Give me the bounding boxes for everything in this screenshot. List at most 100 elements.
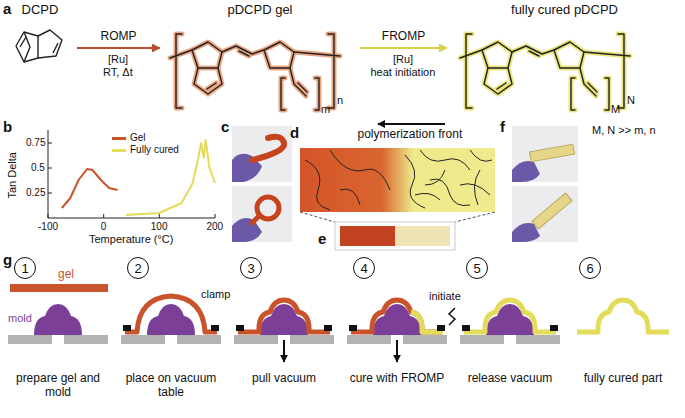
gel-strip: [252, 216, 259, 223]
network-lines: [305, 150, 492, 210]
panel-letter: f: [500, 118, 505, 135]
step-number: 6: [579, 257, 601, 279]
photo-ground: [232, 126, 292, 182]
gel-sheet: [125, 296, 217, 332]
zoom-lines: [300, 212, 495, 222]
tick-label: 0.25: [26, 187, 45, 199]
heat-squiggle: [449, 308, 455, 325]
condition-label: heat initiation: [371, 66, 436, 79]
tick-marks: [48, 143, 215, 218]
ring-bond: [16, 32, 38, 62]
gel-sheet: [238, 300, 330, 332]
step-number: 3: [240, 257, 262, 279]
step-caption: prepare gel and mold: [3, 372, 113, 400]
axis-title: Temperature (°C): [89, 233, 173, 246]
step-caption: cure with FROMP: [342, 372, 452, 386]
step-number-text: 4: [360, 261, 367, 276]
mold-shape: [34, 304, 82, 335]
photo-ground: [512, 126, 578, 182]
subscript: N: [627, 94, 635, 107]
catalyst-label: [Ru]: [393, 53, 413, 66]
structure-glow: [170, 34, 340, 110]
tick-label: 200: [207, 221, 224, 233]
step-number: 1: [14, 257, 36, 279]
reaction-name: ROMP: [99, 30, 139, 44]
step-number-text: 3: [247, 261, 254, 276]
step-caption: place on vacuum table: [116, 372, 226, 400]
tick-label: -100: [38, 221, 58, 233]
step-caption: pull vacuum: [229, 372, 339, 386]
tick-label: 0.75: [26, 137, 45, 149]
part-label: initiate: [429, 290, 461, 303]
legend-row: Fully cured: [112, 144, 179, 156]
photo-bent-gel: [232, 126, 292, 242]
legend-text: Gel: [130, 132, 146, 144]
mold-shape: [373, 304, 421, 335]
step-drawing: [8, 284, 108, 344]
tan-delta-chart: [48, 130, 215, 218]
gel-sheet: [351, 300, 443, 332]
subscript: M: [611, 103, 620, 116]
vacuum-table: [121, 335, 221, 344]
clamp-symbol: [236, 325, 332, 331]
monomer-structure: DCPD: [5, 2, 75, 78]
cured-curve: [126, 140, 215, 215]
mold-shape: [260, 304, 308, 335]
mold-shape: [147, 304, 195, 335]
step-number-text: 6: [586, 261, 593, 276]
legend-row: Gel: [112, 132, 179, 144]
tick-label: 0: [101, 221, 107, 233]
cured-bar: [529, 144, 574, 161]
gel-structure: [170, 34, 340, 110]
cured-structure: [460, 34, 630, 110]
legend-swatch: [112, 137, 126, 140]
chart-axes: [48, 130, 215, 218]
front-label: polymerization front: [358, 128, 463, 142]
subscript: m: [321, 103, 330, 116]
step-number-text: 1: [21, 261, 28, 276]
photo-ground: [335, 222, 455, 250]
cured-bar: [532, 193, 572, 229]
double-bond: [20, 37, 26, 47]
cured-part: [577, 300, 669, 332]
step-drawing: [121, 296, 221, 344]
vacuum-table: [460, 335, 560, 344]
step-number: 2: [127, 257, 149, 279]
step-caption: fully cured part: [568, 372, 678, 386]
cured-sheet: [464, 300, 556, 332]
structure-bonds: [460, 34, 630, 110]
gel-strip: [252, 137, 284, 160]
tick-label: 100: [151, 221, 168, 233]
photo-rigid-part: [512, 126, 578, 242]
chart-legend: GelFully cured: [112, 132, 179, 156]
clamp-symbol: [462, 325, 558, 331]
note: M, N >> m, n: [592, 124, 656, 137]
polymer-structure: fully cured pDCPD: [449, 2, 680, 122]
step-number: 4: [353, 257, 375, 279]
vacuum-table: [8, 335, 108, 344]
catalyst-label: [Ru]: [108, 53, 128, 66]
dcpd-structure: [16, 30, 62, 62]
structure-bonds: [170, 34, 340, 110]
front-scheme: [300, 124, 495, 250]
reaction-arrow: [360, 47, 447, 49]
front-arrow: [378, 123, 445, 125]
panel-letter: e: [318, 230, 326, 247]
gloved-hand: [512, 161, 540, 182]
step-drawing: [347, 300, 447, 362]
gel-part: [340, 226, 395, 246]
gloved-hand: [232, 218, 262, 242]
reaction-name: FROMP: [380, 30, 427, 44]
clamp-symbol: [349, 325, 445, 331]
cured-part: [395, 226, 450, 246]
photo-ground: [512, 186, 578, 242]
panel-letter: d: [290, 124, 299, 141]
step-number-text: 2: [134, 261, 141, 276]
ring-bond: [38, 30, 62, 58]
structure-name: DCPD: [5, 2, 75, 17]
legend-swatch: [112, 149, 126, 152]
part-label: gel: [58, 268, 74, 282]
